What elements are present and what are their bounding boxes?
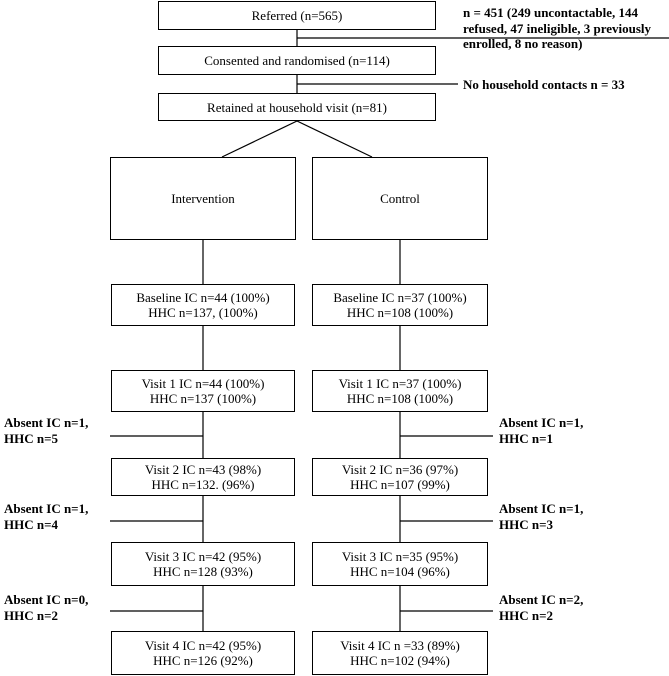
visit-ic-text: Baseline IC n=44 (100%) <box>136 290 270 305</box>
intervention-absent-note-3: Absent IC n=0, HHC n=2 <box>4 592 88 623</box>
control-visit4-box: Visit 4 IC n =33 (89%) HHC n=102 (94%) <box>312 631 488 675</box>
control-visit2-box: Visit 2 IC n=36 (97%) HHC n=107 (99%) <box>312 458 488 496</box>
control-label: Control <box>380 191 420 206</box>
control-visit3-box: Visit 3 IC n=35 (95%) HHC n=104 (96%) <box>312 542 488 586</box>
connector-split-left <box>221 120 298 158</box>
visit-hhc-text: HHC n=104 (96%) <box>350 564 450 579</box>
intervention-visit3-box: Visit 3 IC n=42 (95%) HHC n=128 (93%) <box>111 542 295 586</box>
control-absent-note-1: Absent IC n=1, HHC n=1 <box>499 415 583 446</box>
absent-ic-text: Absent IC n=2, <box>499 592 584 607</box>
visit-hhc-text: HHC n=128 (93%) <box>153 564 253 579</box>
retained-text: Retained at household visit (n=81) <box>207 99 387 115</box>
visit-hhc-text: HHC n=126 (92%) <box>153 653 253 668</box>
randomised-box: Consented and randomised (n=114) <box>158 46 436 75</box>
intervention-absent-note-2: Absent IC n=1, HHC n=4 <box>4 501 88 532</box>
visit-ic-text: Visit 4 IC n=42 (95%) <box>144 638 262 653</box>
exclusion-line: n = 451 (249 uncontactable, 144 <box>463 5 638 20</box>
visit-hhc-text: HHC n=132. (96%) <box>151 477 255 492</box>
visit-hhc-text: HHC n=137 (100%) <box>149 391 257 406</box>
exclusion-line: enrolled, 8 no reason) <box>463 36 583 51</box>
visit-hhc-text: HHC n=102 (94%) <box>350 653 450 668</box>
connector-split-right <box>296 120 373 158</box>
intervention-absent-note-1: Absent IC n=1, HHC n=5 <box>4 415 88 446</box>
control-visit1-box: Visit 1 IC n=37 (100%) HHC n=108 (100%) <box>312 370 488 412</box>
absent-ic-text: Absent IC n=0, <box>4 592 89 607</box>
visit-hhc-text: HHC n=108 (100%) <box>346 305 454 320</box>
exclusion-line: refused, 47 ineligible, 3 previously <box>463 20 652 36</box>
visit-ic-text: Baseline IC n=37 (100%) <box>333 290 467 305</box>
no-contacts-note: No household contacts n = 33 <box>463 77 625 93</box>
absent-hhc-text: HHC n=1 <box>499 430 553 446</box>
control-absent-note-3: Absent IC n=2, HHC n=2 <box>499 592 583 623</box>
visit-hhc-text: HHC n=108 (100%) <box>346 391 454 406</box>
randomised-text: Consented and randomised (n=114) <box>204 53 390 68</box>
intervention-baseline-box: Baseline IC n=44 (100%) HHC n=137, (100%… <box>111 284 295 326</box>
absent-hhc-text: HHC n=2 <box>499 607 553 623</box>
visit-ic-text: Visit 2 IC n=36 (97%) <box>341 462 459 477</box>
visit-ic-text: Visit 3 IC n=35 (95%) <box>341 549 459 564</box>
absent-ic-text: Absent IC n=1, <box>499 501 584 516</box>
control-arm-box: Control <box>312 157 488 240</box>
absent-hhc-text: HHC n=5 <box>4 430 58 446</box>
visit-ic-text: Visit 1 IC n=44 (100%) <box>141 376 265 391</box>
retained-box: Retained at household visit (n=81) <box>158 93 436 121</box>
intervention-arm-box: Intervention <box>110 157 296 240</box>
control-baseline-box: Baseline IC n=37 (100%) HHC n=108 (100%) <box>312 284 488 326</box>
absent-ic-text: Absent IC n=1, <box>499 415 584 430</box>
intervention-visit1-box: Visit 1 IC n=44 (100%) HHC n=137 (100%) <box>111 370 295 412</box>
visit-ic-text: Visit 2 IC n=43 (98%) <box>144 462 262 477</box>
absent-ic-text: Absent IC n=1, <box>4 415 89 430</box>
control-absent-note-2: Absent IC n=1, HHC n=3 <box>499 501 583 532</box>
exclusion-note: n = 451 (249 uncontactable, 144 refused,… <box>463 5 651 52</box>
visit-hhc-text: HHC n=137, (100%) <box>148 305 258 320</box>
absent-hhc-text: HHC n=2 <box>4 607 58 623</box>
no-contacts-text: No household contacts n = 33 <box>463 77 625 92</box>
intervention-visit2-box: Visit 2 IC n=43 (98%) HHC n=132. (96%) <box>111 458 295 496</box>
visit-ic-text: Visit 3 IC n=42 (95%) <box>144 549 262 564</box>
referred-box: Referred (n=565) <box>158 1 436 30</box>
intervention-visit4-box: Visit 4 IC n=42 (95%) HHC n=126 (92%) <box>111 631 295 675</box>
visit-ic-text: Visit 4 IC n =33 (89%) <box>340 638 460 653</box>
absent-hhc-text: HHC n=3 <box>499 516 553 532</box>
visit-ic-text: Visit 1 IC n=37 (100%) <box>338 376 462 391</box>
intervention-label: Intervention <box>171 191 235 206</box>
visit-hhc-text: HHC n=107 (99%) <box>350 477 450 492</box>
referred-text: Referred (n=565) <box>251 8 343 23</box>
absent-hhc-text: HHC n=4 <box>4 516 58 532</box>
absent-ic-text: Absent IC n=1, <box>4 501 89 516</box>
